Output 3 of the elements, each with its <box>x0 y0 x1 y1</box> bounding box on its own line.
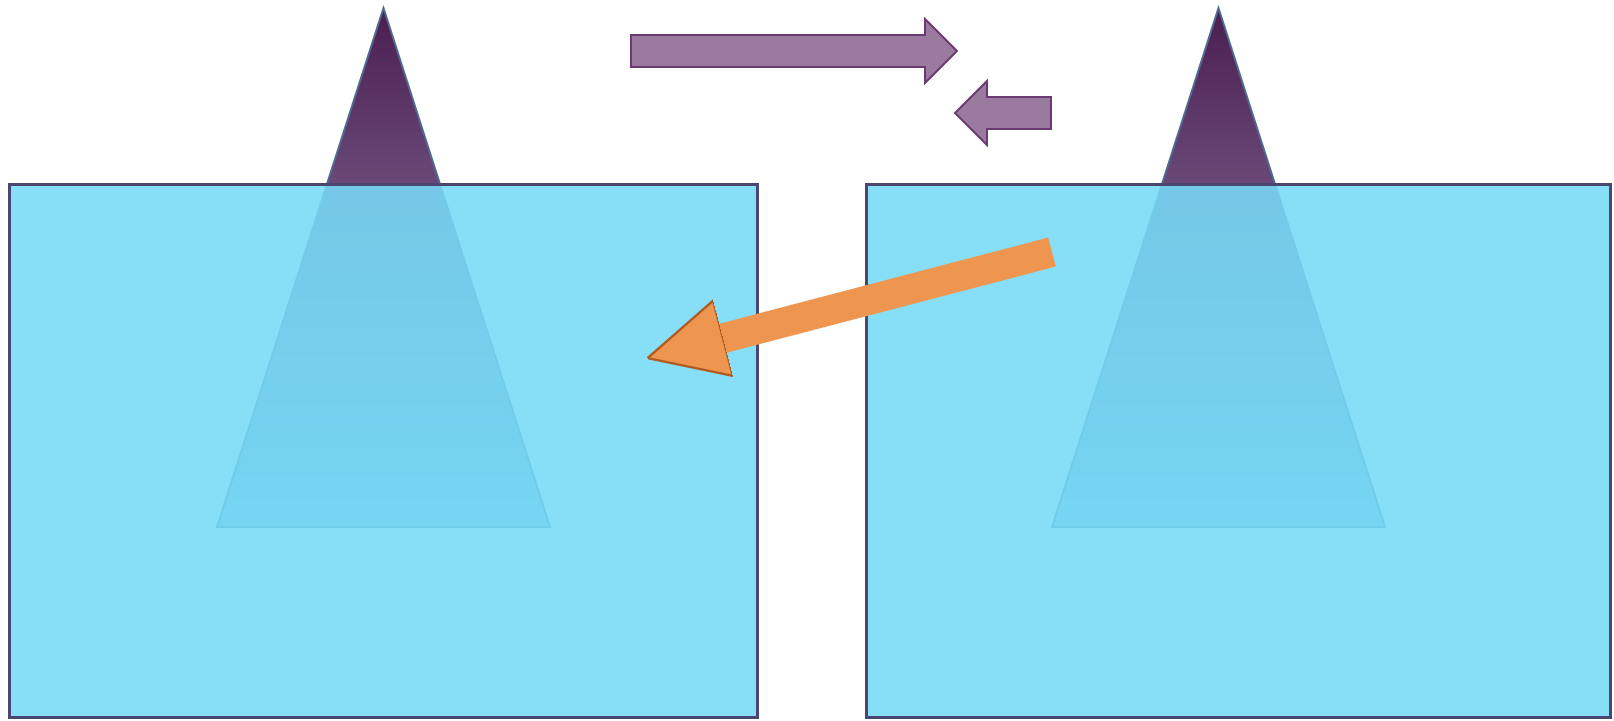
water-box <box>865 183 1612 719</box>
arrow <box>646 237 1056 378</box>
water-box <box>8 183 759 719</box>
